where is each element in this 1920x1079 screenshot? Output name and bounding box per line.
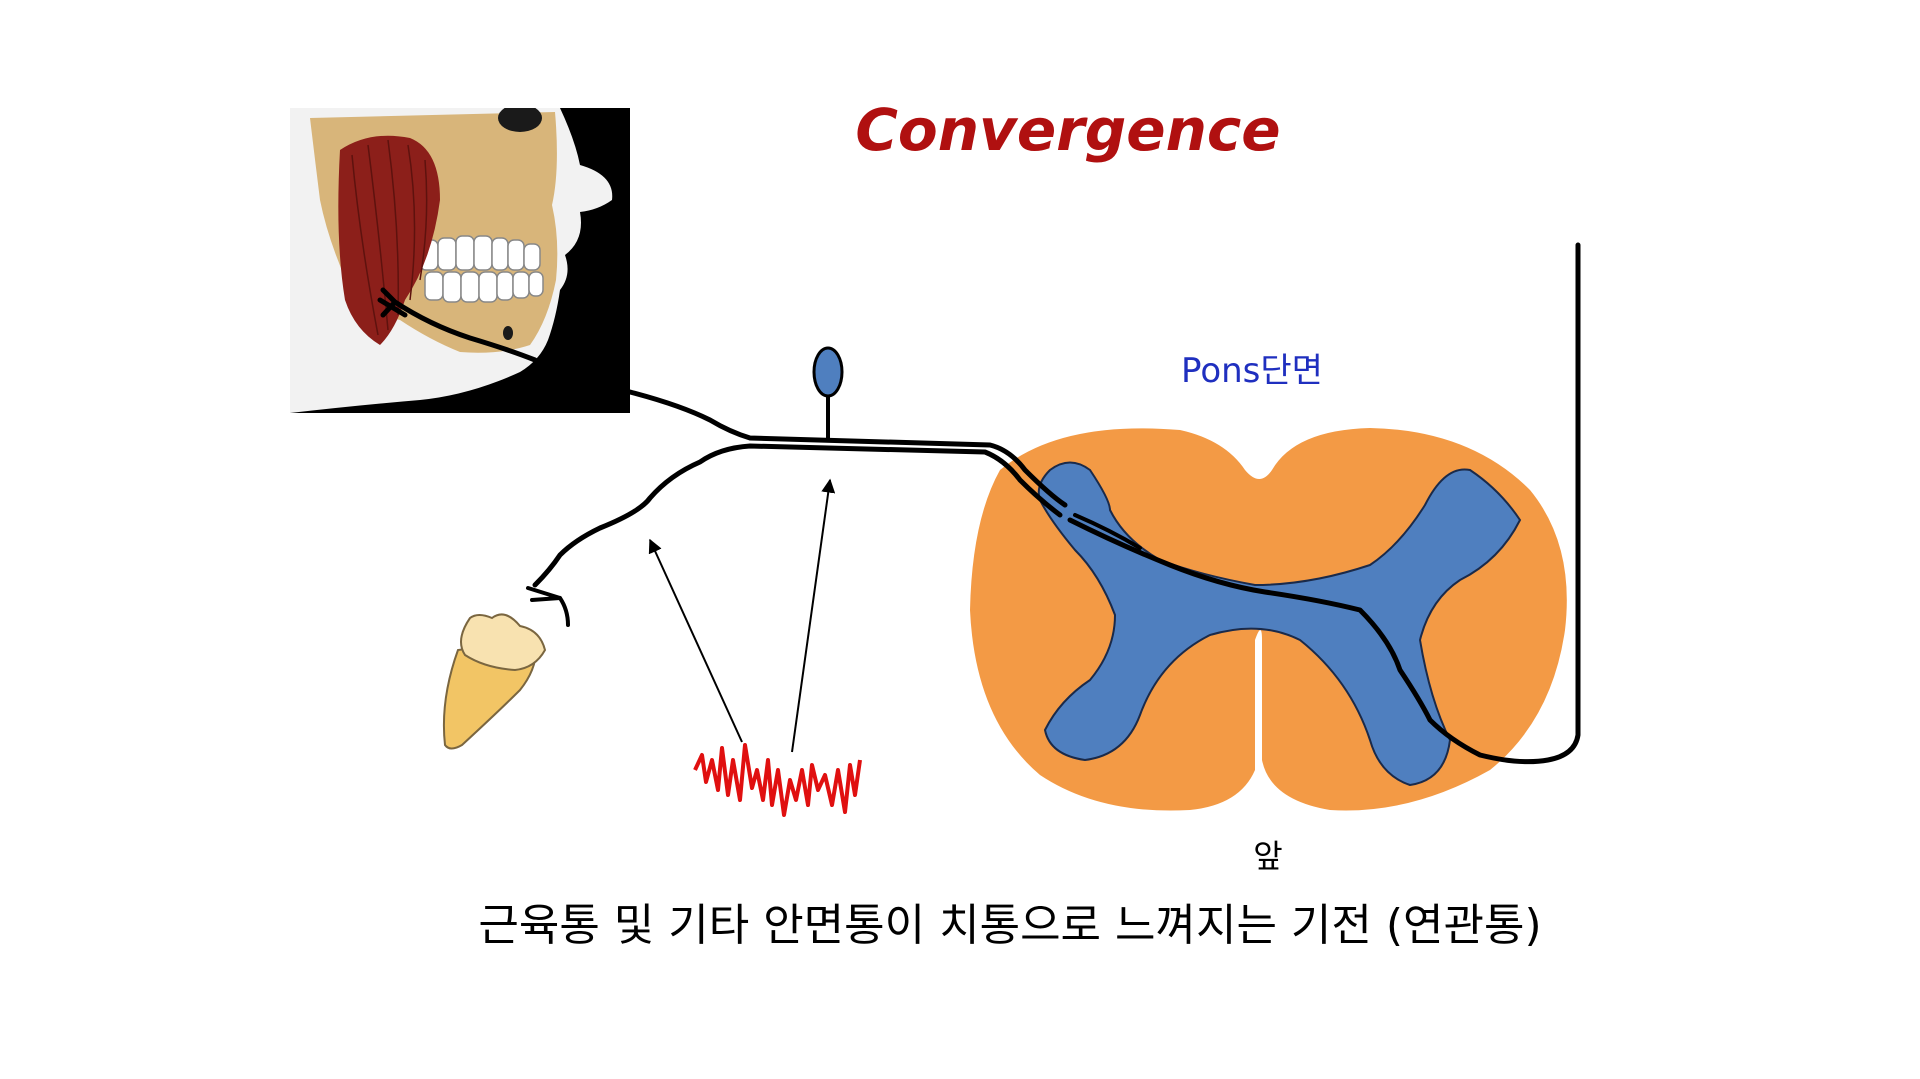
ganglion-cell-body (812, 346, 844, 398)
molar-tooth-icon (442, 613, 547, 750)
muscle-fibers (351, 139, 428, 336)
muscle-nerve-ending (377, 287, 538, 363)
second-order-neuron (1067, 242, 1581, 765)
mental-foramen (503, 326, 513, 340)
arrow-to-tooth-nerve (648, 538, 743, 743)
nerve-fibers (526, 242, 1581, 765)
synapse-branch (1073, 513, 1142, 550)
tooth-afferent-fiber (532, 443, 1063, 588)
face-jaw-illustration (290, 108, 630, 413)
teeth-row (419, 235, 544, 303)
diagram-caption: 근육통 및 기타 안면통이 치통으로 느껴지는 기전 (연관통) (478, 900, 1541, 951)
pons-cross-section (970, 428, 1567, 811)
arrow-to-muscle-nerve (791, 478, 836, 753)
muscle-afferent-fiber (627, 389, 1068, 508)
pain-signal-zigzag (693, 743, 862, 817)
masseter-muscle (338, 135, 440, 345)
anterior-label: 앞 (1253, 837, 1282, 875)
gray-matter (1037, 461, 1522, 787)
eye-socket (498, 108, 542, 132)
pons-label: Pons단면 (1181, 351, 1323, 391)
diagram-title: Convergence (855, 96, 1280, 164)
tooth-nerve-ending (526, 586, 570, 627)
